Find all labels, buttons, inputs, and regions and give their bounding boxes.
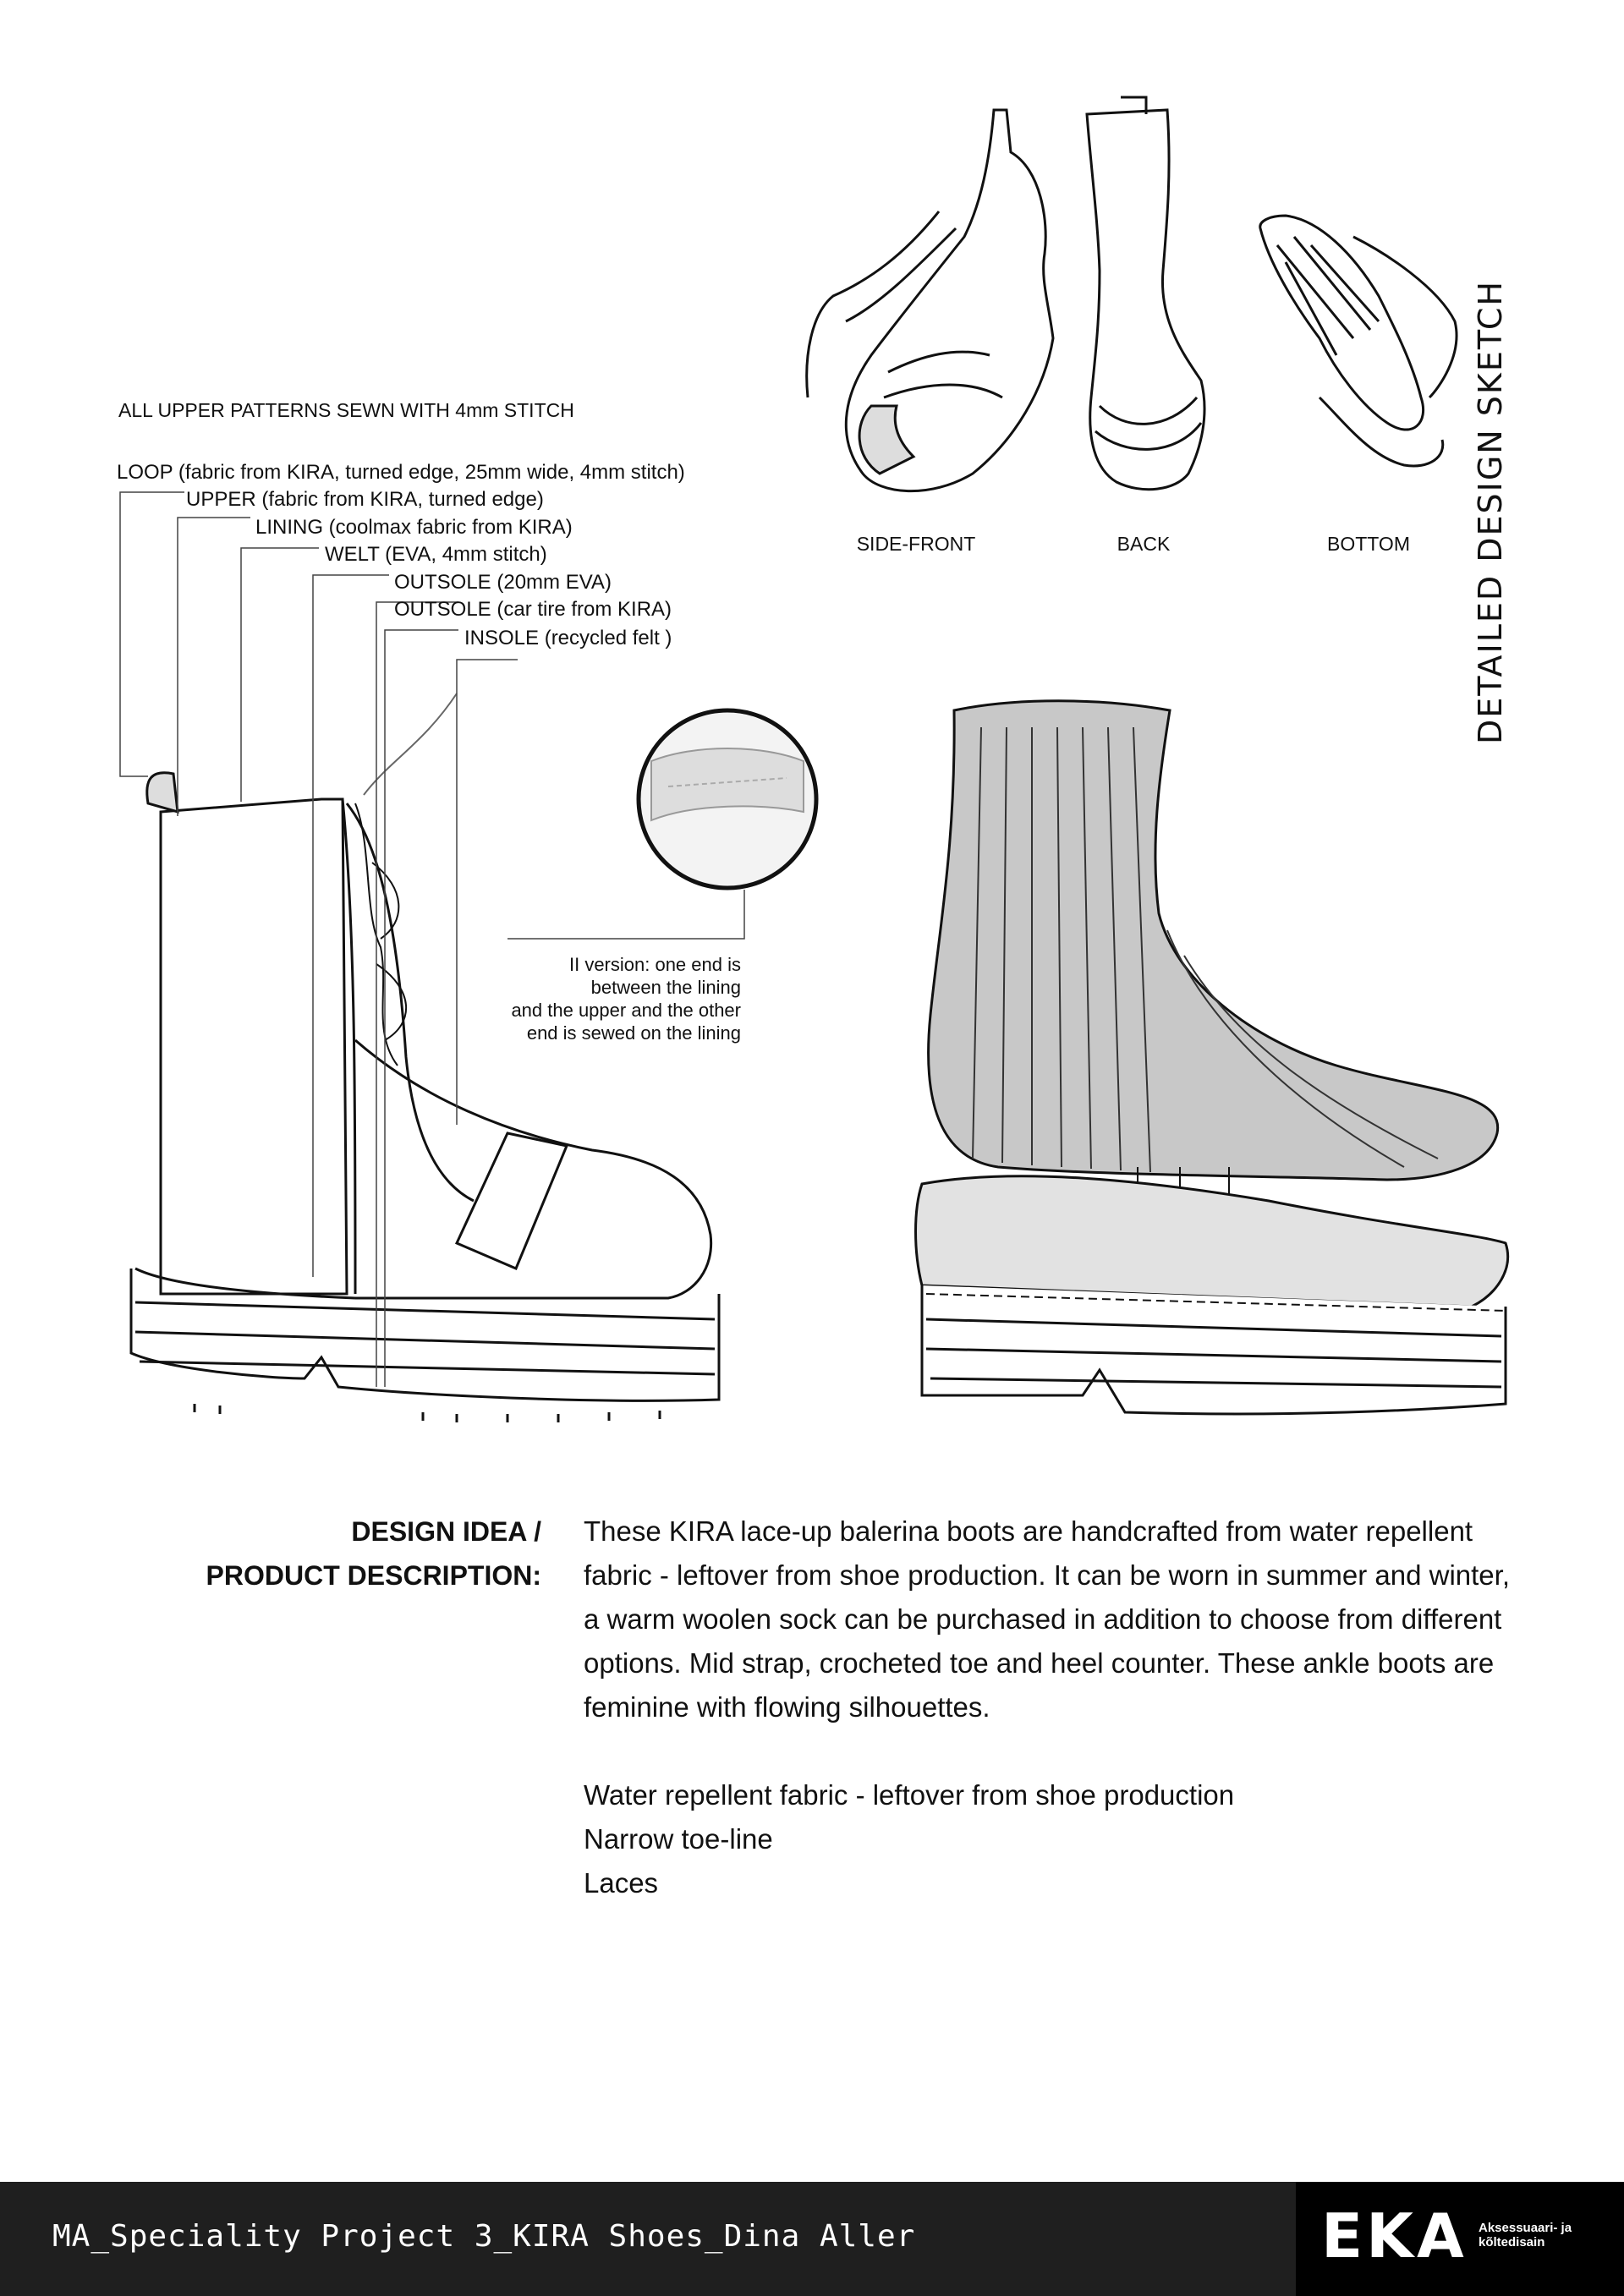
material-insole: INSOLE (recycled felt ) (464, 627, 672, 649)
sock-sketch (927, 699, 1500, 1181)
material-upper: UPPER (fabric from KIRA, turned edge) (186, 488, 544, 511)
description-heading-line: PRODUCT DESCRIPTION: (206, 1560, 541, 1591)
material-outsole-eva: OUTSOLE (20mm EVA) (394, 571, 612, 594)
description-body: These KIRA lace-up balerina boots are ha… (584, 1510, 1531, 1905)
material-leader-lines (119, 491, 518, 1387)
back-view-sketch (1085, 96, 1206, 491)
logo-subtitle: Aksessuaari- ja kõltedisain (1479, 2221, 1572, 2249)
feature-item: Water repellent fabric - leftover from s… (584, 1779, 1235, 1811)
footer-bar: MA_Speciality Project 3_KIRA Shoes_Dina … (0, 2182, 1624, 2296)
material-loop: LOOP (fabric from KIRA, turned edge, 25m… (117, 461, 685, 484)
feature-item: Narrow toe-line (584, 1823, 773, 1855)
logo-wordmark: EKA (1321, 2200, 1468, 2271)
description-paragraph: These KIRA lace-up balerina boots are ha… (584, 1515, 1510, 1723)
description-heading: DESIGN IDEA / PRODUCT DESCRIPTION: (152, 1510, 541, 1597)
bottom-view-sketch (1259, 214, 1458, 468)
callout-line: between the lining (590, 977, 741, 998)
logo-subtitle-line: kõltedisain (1479, 2235, 1545, 2249)
lace-detail-callout: II version: one end is between the linin… (470, 953, 741, 1044)
view-label-side-front: SIDE-FRONT (856, 533, 976, 555)
view-label-back: BACK (1116, 533, 1171, 555)
callout-line: and the upper and the other (511, 1000, 741, 1021)
stitch-note: ALL UPPER PATTERNS SEWN WITH 4mm STITCH (118, 399, 574, 421)
material-lining: LINING (coolmax fabric from KIRA) (255, 516, 573, 539)
material-outsole-tire: OUTSOLE (car tire from KIRA) (394, 598, 672, 621)
material-welt: WELT (EVA, 4mm stitch) (325, 543, 547, 566)
detail-circle-sketch (508, 708, 819, 940)
side-front-view-sketch (805, 108, 1055, 493)
logo-subtitle-line: Aksessuaari- ja (1479, 2221, 1572, 2235)
section-title: DETAILED DESIGN SKETCH (1472, 280, 1509, 744)
description-heading-line: DESIGN IDEA / (351, 1516, 541, 1547)
sole-sketch (914, 1175, 1510, 1416)
callout-line: II version: one end is (568, 954, 741, 975)
callout-line: end is sewed on the lining (526, 1022, 741, 1044)
eka-logo: EKA Aksessuaari- ja kõltedisain (1296, 2182, 1624, 2296)
project-title: MA_Speciality Project 3_KIRA Shoes_Dina … (52, 2219, 916, 2254)
feature-item: Laces (584, 1867, 659, 1899)
boot-side-sketch (129, 693, 721, 1422)
view-label-bottom: BOTTOM (1327, 533, 1410, 555)
